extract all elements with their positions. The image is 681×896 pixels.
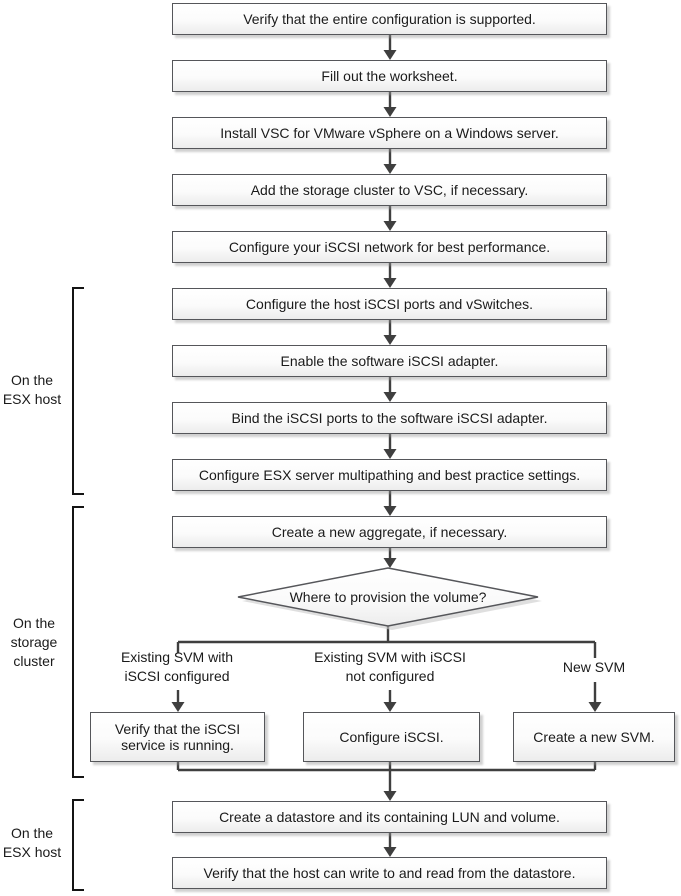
node-verify-configuration: Verify that the entire configuration is …: [172, 3, 607, 35]
node-install-vsc: Install VSC for VMware vSphere on a Wind…: [172, 117, 607, 149]
node-configure-host-ports: Configure the host iSCSI ports and vSwit…: [172, 288, 607, 320]
branch-label-existing-svm-not-configured: Existing SVM with iSCSI not configured: [314, 649, 466, 684]
decision-diamond: [237, 567, 542, 630]
node-configure-iscsi: Configure iSCSI.: [303, 712, 480, 762]
node-configure-network: Configure your iSCSI network for best pe…: [172, 231, 607, 263]
bracket-esx-host-top: [72, 287, 84, 495]
node-configure-multipathing: Configure ESX server multipathing and be…: [172, 459, 607, 491]
arrow-heads: [171, 50, 602, 857]
label-on-storage-cluster: On the storage cluster: [10, 615, 58, 669]
node-verify-iscsi-service: Verify that the iSCSI service is running…: [90, 712, 265, 762]
arrow-stems: [176, 35, 597, 847]
bracket-storage-cluster: [72, 506, 84, 778]
node-bind-ports: Bind the iSCSI ports to the software iSC…: [172, 402, 607, 434]
node-verify-datastore: Verify that the host can write to and re…: [172, 857, 607, 889]
branch-label-new-svm: New SVM: [562, 659, 626, 675]
node-create-aggregate: Create a new aggregate, if necessary.: [172, 516, 607, 548]
node-create-datastore: Create a datastore and its containing LU…: [172, 801, 607, 833]
label-on-esx-host-bottom: On the ESX host: [2, 825, 62, 860]
node-fill-worksheet: Fill out the worksheet.: [172, 60, 607, 92]
node-add-storage-cluster: Add the storage cluster to VSC, if neces…: [172, 174, 607, 206]
bracket-esx-host-bottom: [72, 799, 84, 891]
node-enable-adapter: Enable the software iSCSI adapter.: [172, 345, 607, 377]
branch-label-existing-svm-configured: Existing SVM with iSCSI configured: [120, 649, 234, 684]
section-brackets: [72, 287, 84, 891]
node-create-new-svm: Create a new SVM.: [513, 712, 675, 762]
label-on-esx-host-top: On the ESX host: [2, 372, 62, 407]
diamond-shape: [237, 567, 539, 627]
decision-provision-volume: Where to provision the volume?: [289, 589, 487, 605]
